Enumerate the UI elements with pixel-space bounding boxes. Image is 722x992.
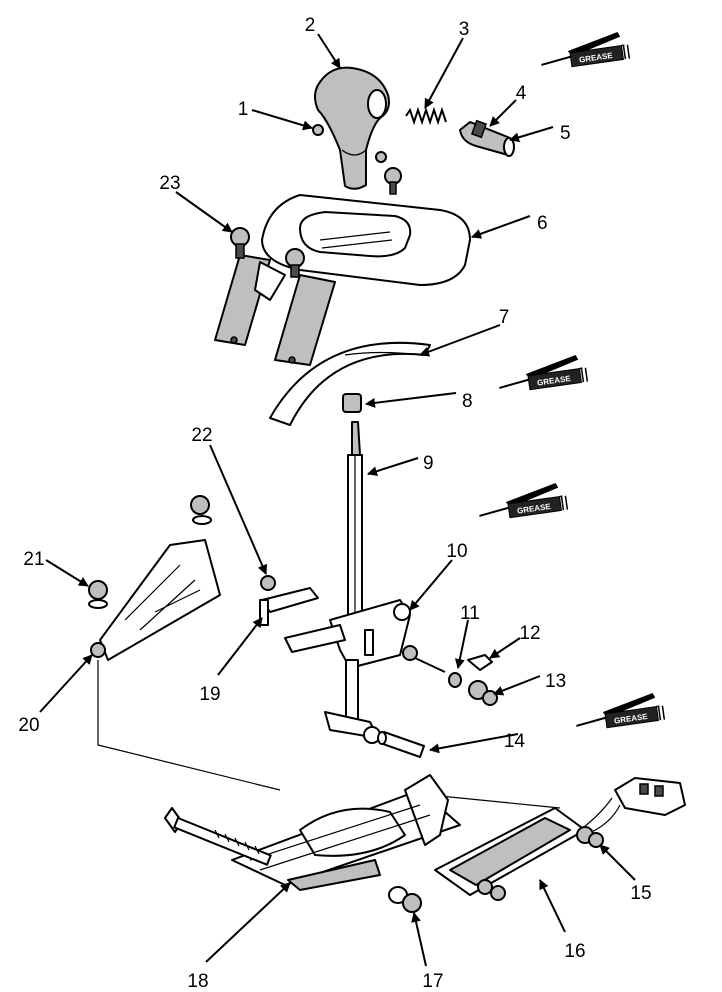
callout-14: 14 (504, 731, 526, 752)
washer-11 (448, 672, 462, 688)
spring (405, 106, 447, 126)
grease-tube-icon: GREASE (541, 31, 631, 68)
leader-line-17 (411, 912, 427, 967)
callout-21: 21 (23, 549, 44, 570)
bolt (164, 807, 272, 866)
nut-17 (388, 886, 422, 913)
callout-15: 15 (630, 883, 651, 904)
side-bracket (90, 539, 221, 661)
leader-line-12 (489, 637, 521, 659)
screw-23 (230, 227, 250, 259)
callout-17: 17 (422, 971, 443, 992)
callout-16: 16 (564, 941, 585, 962)
console-cover (214, 194, 471, 366)
nut-21 (88, 580, 108, 609)
nut-bracket-top (190, 495, 212, 525)
leader-line-8 (365, 392, 457, 408)
callout-19: 19 (199, 684, 220, 705)
bushing-13 (468, 680, 498, 706)
callout-1: 1 (238, 99, 249, 120)
leader-line-16 (539, 879, 566, 933)
park-lock-bracket (259, 587, 319, 626)
leader-line-23 (175, 191, 233, 233)
leader-line-18 (205, 882, 291, 963)
leader-line-22 (209, 444, 268, 575)
shift-lever-rod (347, 421, 363, 626)
grease-tube-icon: GREASE (479, 482, 569, 519)
callout-13: 13 (545, 671, 566, 692)
callout-23: 23 (159, 173, 180, 194)
shift-button (459, 119, 515, 157)
leader-line-13 (493, 675, 541, 696)
leader-line-4 (489, 99, 517, 127)
knob-screw-3 (384, 167, 402, 195)
knob-screw-2 (375, 151, 387, 163)
switch-module (434, 777, 686, 901)
shift-knob (314, 66, 390, 190)
callout-6: 6 (537, 213, 548, 234)
leader-line-3 (424, 37, 464, 109)
grease-tube-icon: GREASE (576, 692, 666, 729)
callout-7: 7 (499, 307, 510, 328)
leader-line-6 (471, 215, 531, 239)
leader-line-19 (217, 617, 263, 676)
nut-15 (576, 826, 604, 848)
callout-18: 18 (187, 971, 208, 992)
lever-bracket (284, 599, 446, 744)
leader-line-7 (419, 324, 501, 357)
callout-9: 9 (423, 453, 434, 474)
callout-11: 11 (460, 603, 480, 624)
callout-8: 8 (462, 391, 473, 412)
callout-22: 22 (191, 425, 212, 446)
leader-line-1 (251, 109, 313, 131)
leader-line-21 (45, 559, 89, 587)
lever-cap (342, 393, 362, 413)
callout-4: 4 (516, 83, 527, 104)
pin-14 (377, 731, 425, 758)
callout-20: 20 (18, 715, 39, 736)
callout-12: 12 (519, 623, 540, 644)
callout-2: 2 (305, 15, 316, 36)
screw-console-2 (285, 248, 305, 278)
grease-tube-icon: GREASE (499, 354, 589, 391)
leader-line-11 (454, 619, 469, 669)
clip-12 (467, 654, 493, 671)
leader-line-10 (409, 559, 453, 611)
knob-screw-1 (312, 124, 324, 136)
callout-10: 10 (446, 541, 467, 562)
leader-line-2 (317, 33, 341, 69)
callout-3: 3 (459, 19, 470, 40)
base-plate (231, 774, 461, 891)
grease-tube-icons: GREASE GREASE GREASE GREASE (479, 31, 666, 729)
leader-line-9 (367, 457, 419, 477)
nut-22 (260, 575, 276, 591)
callout-5: 5 (560, 123, 571, 144)
leader-line-5 (509, 126, 554, 143)
leader-line-14 (429, 733, 519, 754)
leader-line-20 (39, 654, 93, 713)
leader-line-15 (599, 844, 636, 881)
